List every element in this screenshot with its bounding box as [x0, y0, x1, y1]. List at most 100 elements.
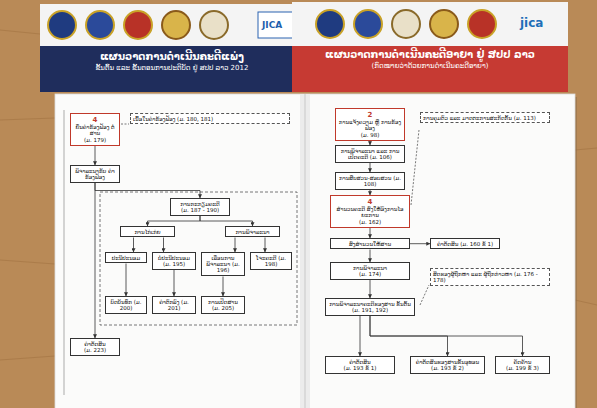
node-text: (ມ. 193 ຂໍ້ 2) — [413, 365, 482, 371]
node-text: ບົດບັນທຶກ (ມ. 200) — [108, 299, 144, 312]
cover-title: (ກົດໝາຍວ່າດ້ວຍການດຳເນີນຄະດີອາຍາ) — [298, 62, 562, 71]
cover-panel: ແຜນວາດການດຳເນີນຄະດີແພ່ງຂັ້ນຕົ້ນ ແລະ ຂັ້ນ… — [40, 4, 304, 92]
node-text: ຄຳຕົກລົງ (ມ. 201) — [155, 299, 193, 312]
process-box: ການກະກຽມຄະດີ(ມ. 187 - 190) — [170, 198, 230, 216]
node-text: ຄຳຕັດສິນຂອງສານຂັ້ນອຸທອນ — [413, 359, 482, 365]
fold-line — [305, 94, 306, 408]
process-box: ການໄກ່ເກ່ຍ — [120, 226, 175, 237]
node-text: ສົ່ງສຳນວນໃຫ້ສານ — [333, 241, 407, 247]
connector-arrow — [95, 146, 96, 165]
process-box: ເລື່ອນການພິຈາລະນາ (ມ. 196) — [201, 252, 245, 276]
emblem-logos — [48, 11, 296, 39]
process-box: ຄຳຕັດສິນຂອງສານຂັ້ນອຸທອນ(ມ. 193 ຂໍ້ 2) — [410, 356, 485, 374]
node-text: (ມ. 199 ຂໍ້ 3) — [498, 365, 547, 371]
connector-arrow — [360, 316, 361, 356]
process-box: ການພິຈາລະນາຄະດີຂອງສານ ຂັ້ນຕົ້ນ(ມ. 191, 1… — [325, 298, 415, 316]
step-box: 4ຍື່ນຄຳຮ້ອງຟ້ອງ ຕໍ່ສານ(ມ. 179) — [70, 113, 120, 146]
step-number: 4 — [333, 198, 407, 206]
cover-panel: ແຜນວາດການດຳເນີນຄະດີອາຍາ ຢູ່ ສປປ ລາວ(ກົດໝ… — [292, 2, 568, 92]
process-box: ໂຈະຄະດີ (ມ. 198) — [250, 252, 292, 270]
connector-arrow — [95, 183, 96, 338]
node-text: ການພິຈາລະນາ ແລະ ການເປີດຄະດີ (ມ. 106) — [338, 148, 402, 161]
process-box: ພິຈາລະນາຮັບ ຄຳຮ້ອງຟ້ອງ — [70, 165, 120, 183]
connector-arrow — [126, 264, 127, 297]
node-text: (ມ. 187 - 190) — [173, 207, 227, 213]
connector-arrow — [163, 238, 164, 253]
connector-arrow — [200, 216, 253, 226]
note-box: ເນື້ອໃນຄຳຮ້ອງຟ້ອງ (ມ. 180, 181) — [130, 113, 290, 124]
leader-line — [121, 124, 129, 125]
process-box: ບໍ່ປະນີປະນອມ (ມ. 195) — [152, 252, 196, 270]
booklet-pages — [55, 94, 575, 408]
node-text: ຄຳຕັດສິນ — [328, 359, 392, 365]
cover-title: ແຜນວາດການດຳເນີນຄະດີອາຍາ ຢູ່ ສປປ ລາວ — [298, 49, 562, 62]
cover-band — [40, 4, 304, 46]
process-box: ຄຳຕັດສິນ(ມ. 223) — [70, 338, 120, 356]
node-text: (ມ. 193 ຂໍ້ 1) — [328, 365, 392, 371]
cover-title: ແຜນວາດການດຳເນີນຄະດີແພ່ງ — [46, 51, 298, 64]
node-text: ການແຈ້ງຄວາມ ຫຼື ການຮ້ອງຟ້ອງ — [338, 119, 402, 132]
node-text: (ມ. 162) — [333, 219, 407, 225]
node-text: ປະນີປະນອມ — [108, 255, 144, 261]
logo-text: jica — [520, 16, 543, 30]
node-text: ຄຳຕັດສິນ — [73, 341, 117, 347]
connector-arrow — [370, 228, 371, 238]
node-text: ການພິຈາລະນາ — [228, 229, 277, 235]
process-box: ຄຳຕັດສິນ (ມ. 160 ຂໍ້ 1) — [430, 238, 500, 249]
margin-line — [64, 110, 65, 395]
connector-arrow — [370, 250, 371, 263]
process-box: ການເປີດສານ (ມ. 205) — [201, 296, 245, 314]
process-box: ຄຳຕົກລົງ (ມ. 201) — [152, 296, 196, 314]
connector-arrow — [133, 238, 134, 253]
connector-arrow — [95, 183, 200, 198]
dashed-region — [100, 192, 297, 325]
node-text: (ມ. 223) — [73, 347, 117, 353]
cover-title: ຂັ້ນຕົ້ນ ແລະ ຂັ້ນຕອນການປະຕິບັດ ຢູ່ ສປປ ລ… — [46, 64, 298, 73]
node-text: (ມ. 98) — [338, 132, 402, 138]
node-text: (ມ. 179) — [73, 137, 117, 143]
node-text: ບໍ່ປະນີປະນອມ (ມ. 195) — [155, 255, 193, 268]
logo-text: JICA — [262, 20, 282, 30]
note-box: ການຄຸມຕົວ ແລະ ມາດຕະການສະກັດກັ້ນ (ມ. 113) — [420, 112, 550, 123]
node-text: ການພິຈາລະນາຄະດີຂອງສານ ຂັ້ນຕົ້ນ — [328, 301, 412, 307]
step-box: 4ສຳນວນຄະດີ ສົ່ງໃຫ້ອົງການໄອຍະການ(ມ. 162) — [330, 195, 410, 228]
node-text: ໂຈະຄະດີ (ມ. 198) — [253, 255, 289, 268]
process-box: ຄັດຄ້ານ(ມ. 199 ຂໍ້ 3) — [495, 356, 550, 374]
node-text: ການສືບສວນ-ສອບສວນ (ມ. 108) — [338, 175, 402, 188]
node-text: ສຳນວນຄະດີ ສົ່ງໃຫ້ອົງການໄອຍະການ — [333, 206, 407, 219]
cover-band — [292, 2, 568, 46]
node-text: ຍື່ນຄຳຮ້ອງຟ້ອງ ຕໍ່ສານ — [73, 124, 117, 137]
node-text: ຄຳຕັດສິນ (ມ. 160 ຂໍ້ 1) — [433, 241, 497, 247]
blue-cover — [40, 4, 304, 92]
node-text: ການພິຈາລະນາ — [333, 265, 407, 271]
node-text: ສິດຂອງຜູ້ຖືກຫາ ແລະ ຜູ້ຖືກກ່າວຫາ (ມ. 176 … — [433, 271, 547, 284]
process-box: ບົດບັນທຶກ (ມ. 200) — [105, 296, 147, 314]
node-text: ການຄຸມຕົວ ແລະ ມາດຕະການສະກັດກັ້ນ (ມ. 113) — [423, 115, 547, 121]
connector-arrow — [148, 216, 201, 226]
node-text: (ມ. 191, 192) — [328, 307, 412, 313]
page-fold — [300, 94, 310, 408]
connector-arrow — [410, 243, 430, 244]
process-box: ຄຳຕັດສິນ(ມ. 193 ຂໍ້ 1) — [325, 356, 395, 374]
connector-arrow — [370, 163, 371, 172]
step-number: 4 — [73, 116, 117, 124]
connector-arrow — [235, 238, 236, 253]
connector-arrow — [223, 277, 224, 297]
leader-line — [420, 285, 429, 305]
connector-arrow — [174, 270, 175, 296]
process-box: ປະນີປະນອມ — [105, 252, 147, 263]
process-box: ການພິຈາລະນາ — [225, 226, 280, 237]
node-text: ເນື້ອໃນຄຳຮ້ອງຟ້ອງ (ມ. 180, 181) — [133, 116, 287, 122]
red-cover — [292, 2, 568, 92]
step-box: 2ການແຈ້ງຄວາມ ຫຼື ການຮ້ອງຟ້ອງ(ມ. 98) — [335, 108, 405, 141]
connector-arrow — [370, 280, 371, 298]
node-text: ການກະກຽມຄະດີ — [173, 201, 227, 207]
connector-arrow — [370, 316, 523, 356]
process-box: ການພິຈາລະນາ(ມ. 174) — [330, 262, 410, 280]
step-number: 2 — [338, 111, 402, 119]
node-text: (ມ. 174) — [333, 271, 407, 277]
node-text: ພິຈາລະນາຮັບ ຄຳຮ້ອງຟ້ອງ — [73, 168, 117, 181]
note-box: ສິດຂອງຜູ້ຖືກຫາ ແລະ ຜູ້ຖືກກ່າວຫາ (ມ. 176 … — [430, 268, 550, 286]
node-text: ຄັດຄ້ານ — [498, 359, 547, 365]
